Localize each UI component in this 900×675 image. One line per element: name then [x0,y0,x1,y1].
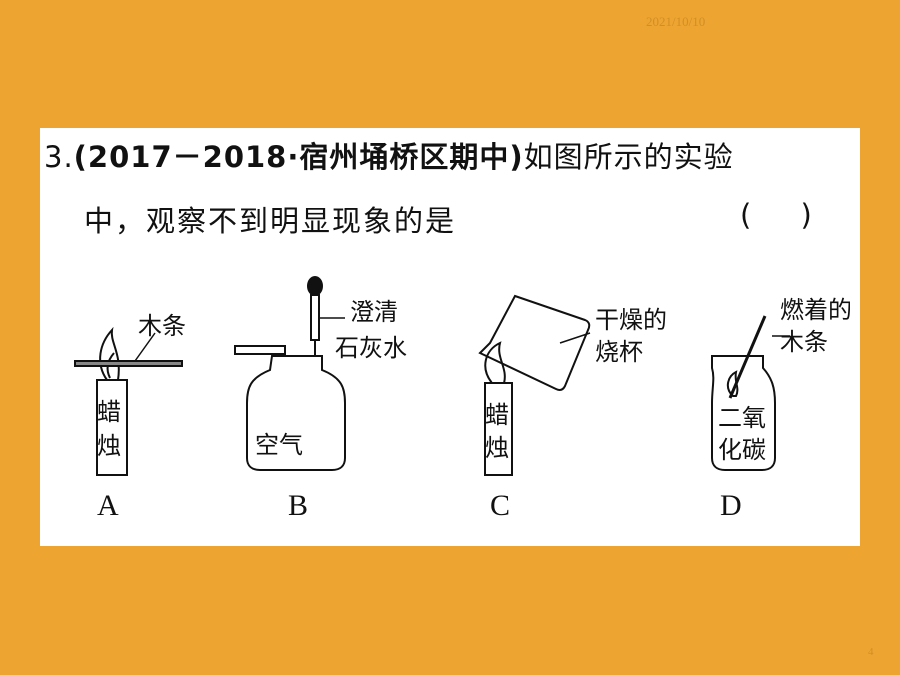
callout-burning-wood-1: 燃着的 [780,296,850,324]
figure-label-c: C [490,489,510,522]
question-stem-1: 如图所示的实验 [523,140,734,174]
slide-date: 2021/10/10 [646,14,706,29]
question-stem-2: 中，观察不到明显现象的是 [84,204,457,238]
callout-beaker-1: 干燥的 [595,306,667,334]
figure-d: 燃着的 木条 二氧 化碳 D [711,296,850,522]
bottle-text-co2-1: 二氧 [718,404,766,432]
figure-a: 木条 蜡 烛 A [74,312,186,522]
bottle-text-co2-2: 化碳 [718,436,766,464]
candle-text: 蜡 [97,398,121,426]
figure-label-a: A [97,489,119,522]
bottle-text-air: 空气 [255,431,303,459]
page-number: 4 [868,646,874,658]
callout-wood: 木条 [138,312,186,340]
callout-limewater-1: 澄清 [350,298,398,326]
wood-strip [74,360,183,367]
glass-slide [234,345,286,355]
callout-limewater-2: 石灰水 [335,334,407,362]
flame-icon [99,326,120,381]
figure-b: 澄清 石灰水 空气 B [234,276,407,522]
candle-text: 烛 [97,432,121,460]
gas-bottle [711,355,776,471]
figure-label-d: D [720,489,742,522]
question-number: 3. [44,140,74,174]
figure-label-b: B [288,489,308,522]
flame-icon [484,341,506,384]
answer-blank: ( ) [740,198,812,232]
candle [96,379,128,476]
candle-text: 蜡 [485,401,509,429]
callout-beaker-2: 烧杯 [595,338,643,366]
question-line-1: 3.(2017－2018·宿州埇桥区期中)如图所示的实验 [44,134,734,176]
question-panel: 3.(2017－2018·宿州埇桥区期中)如图所示的实验 中，观察不到明显现象的… [40,128,860,546]
question-source: (2017－2018·宿州埇桥区期中) [73,140,524,174]
callout-burning-wood-2: 木条 [780,328,828,356]
gas-bottle [246,355,346,471]
candle-text: 烛 [485,434,509,462]
experiment-figures: 木条 蜡 烛 A 澄清 石灰水 空气 B 干燥的 烧杯 蜡 烛 [74,276,850,522]
dropper-tube [310,294,320,341]
dry-beaker [478,294,591,391]
dropper-bulb [307,276,323,296]
figure-c: 干燥的 烧杯 蜡 烛 C [478,294,667,522]
flame-icon [726,370,739,397]
